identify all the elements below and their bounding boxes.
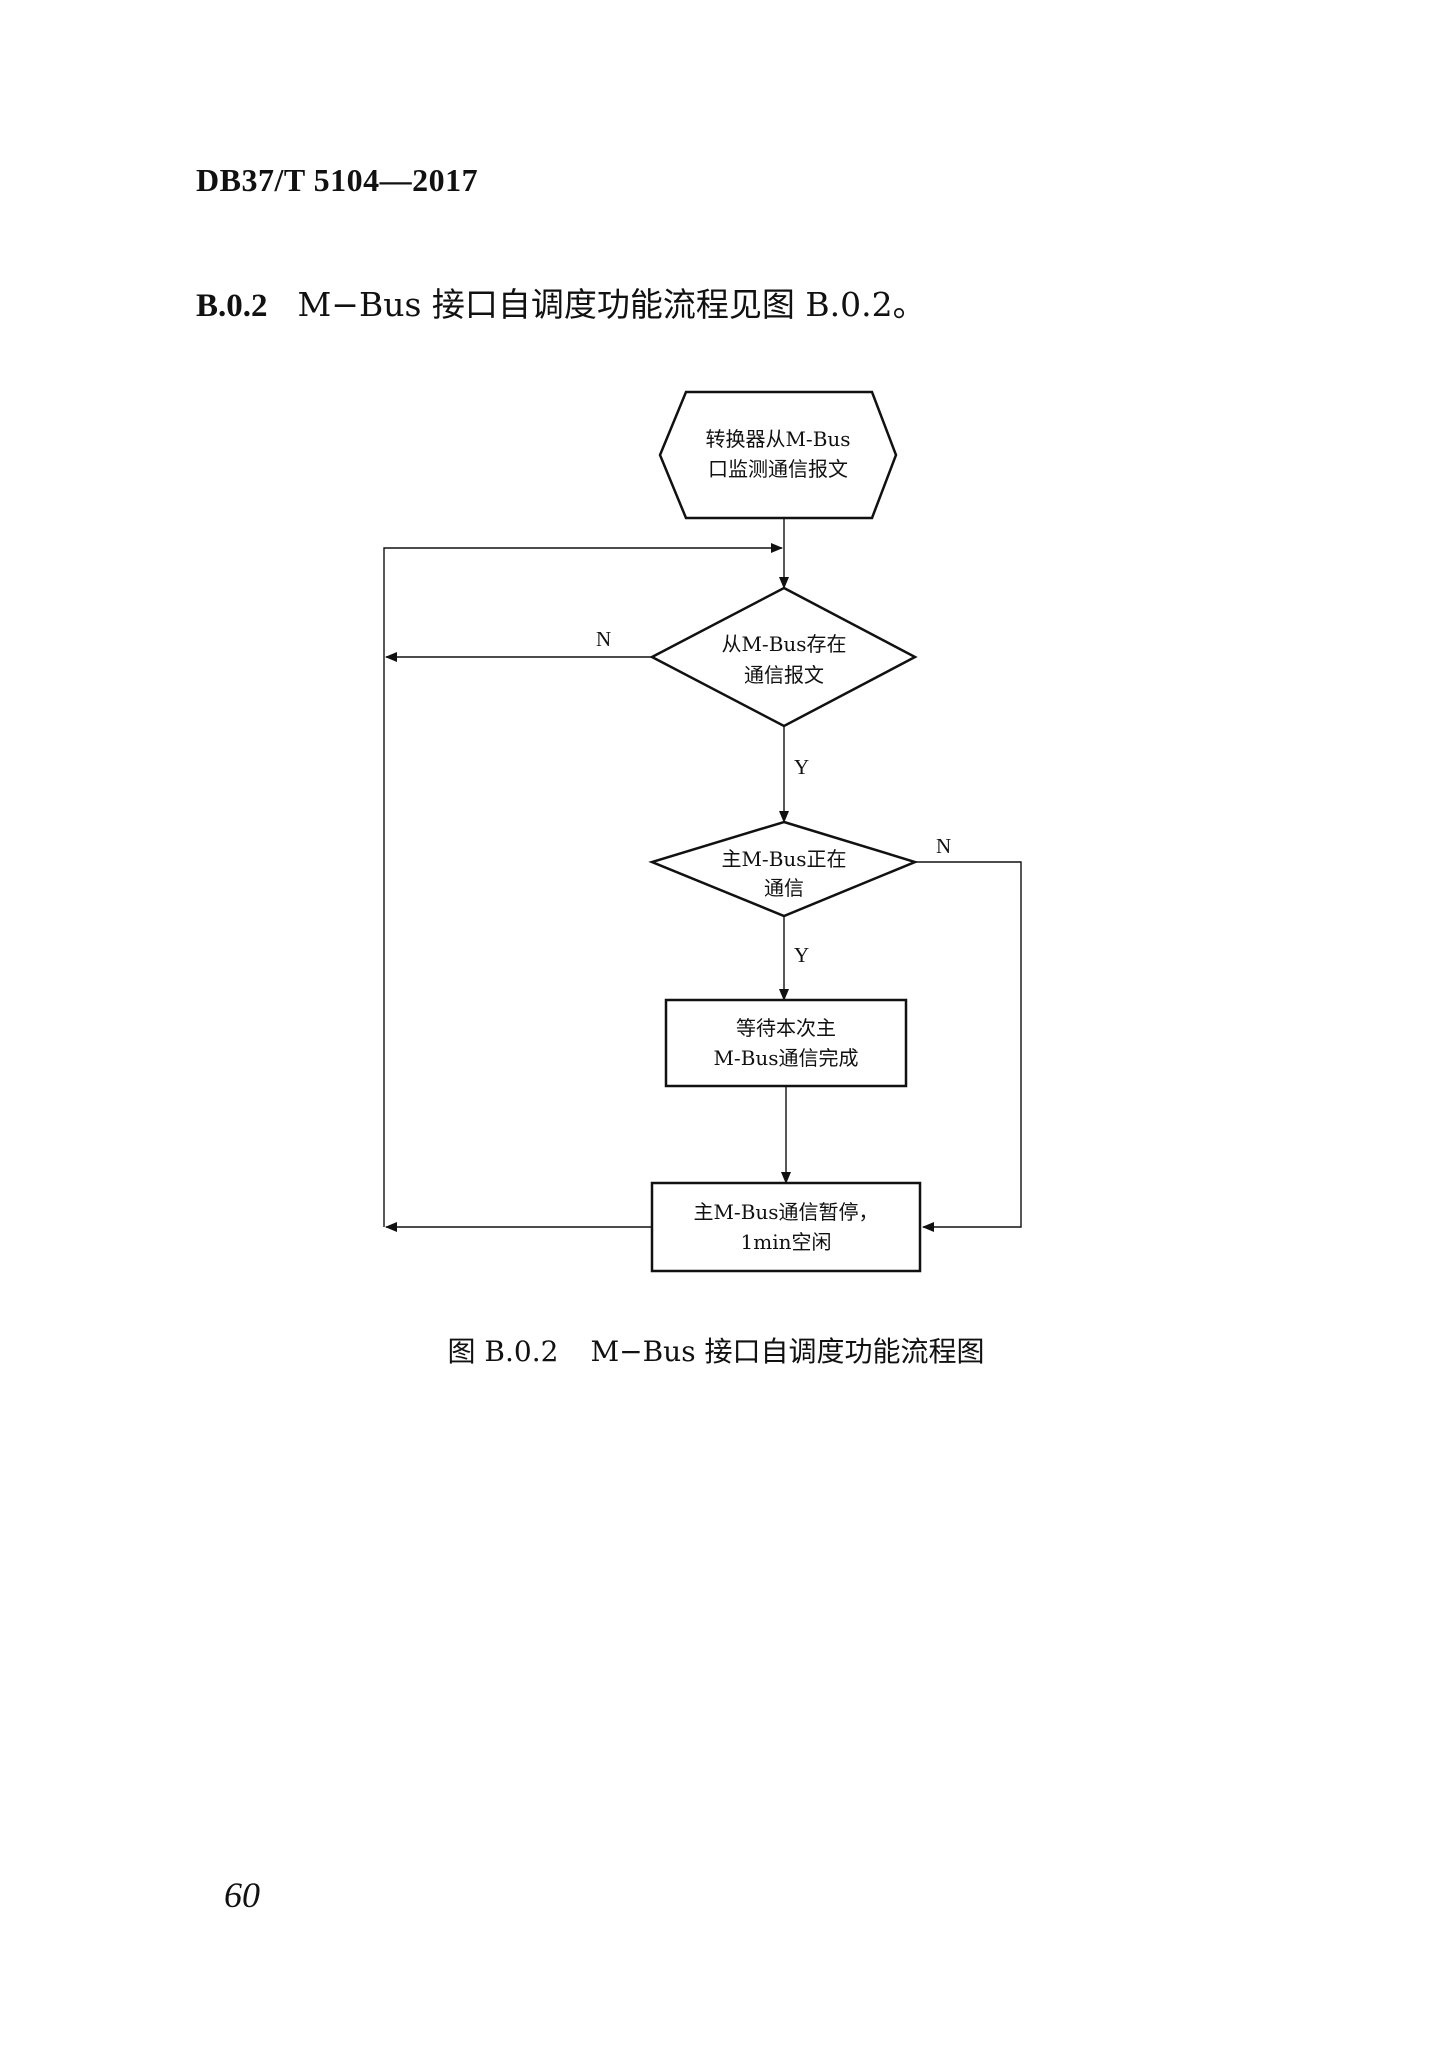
document-code: DB37/T 5104—2017 bbox=[196, 162, 479, 198]
process2-box bbox=[650, 1181, 922, 1273]
process2-text-line2: 1min空闲 bbox=[741, 1230, 832, 1254]
start-hexagon bbox=[658, 390, 898, 520]
decision2-yes-label: Y bbox=[794, 943, 809, 967]
decision1-diamond bbox=[649, 586, 918, 728]
start-text-line2: 口监测通信报文 bbox=[708, 457, 848, 481]
process1-text-line2: M-Bus通信完成 bbox=[713, 1046, 858, 1070]
loop-back-line bbox=[383, 543, 783, 1227]
figure-caption-text: M−Bus 接口自调度功能流程图 bbox=[590, 1335, 985, 1368]
decision1-text-line1: 从M-Bus存在 bbox=[721, 632, 846, 656]
process1-box bbox=[664, 998, 908, 1088]
section-text: M−Bus 接口自调度功能流程见图 B.0.2。 bbox=[297, 285, 926, 324]
decision1-no-label: N bbox=[596, 627, 611, 651]
decision2-text-line2: 通信 bbox=[764, 876, 804, 900]
arrow-decision2-no bbox=[915, 861, 1022, 1232]
section-number: B.0.2 bbox=[196, 288, 268, 324]
process2-text-line1: 主M-Bus通信暂停， bbox=[693, 1200, 878, 1224]
figure-caption-label: 图 B.0.2 bbox=[447, 1335, 559, 1368]
start-text-line1: 转换器从M-Bus bbox=[705, 427, 850, 451]
decision2-no-label: N bbox=[936, 834, 951, 858]
decision1-yes-label: Y bbox=[794, 755, 809, 779]
section-paragraph: B.0.2 M−Bus 接口自调度功能流程见图 B.0.2。 bbox=[196, 278, 926, 326]
process1-text-line1: 等待本次主 bbox=[736, 1016, 836, 1040]
decision1-text-line2: 通信报文 bbox=[744, 663, 824, 687]
decision2-text-line1: 主M-Bus正在 bbox=[721, 847, 846, 871]
page-number: 60 bbox=[224, 1875, 260, 1915]
figure-caption: 图 B.0.2 M−Bus 接口自调度功能流程图 bbox=[0, 1330, 1432, 1370]
